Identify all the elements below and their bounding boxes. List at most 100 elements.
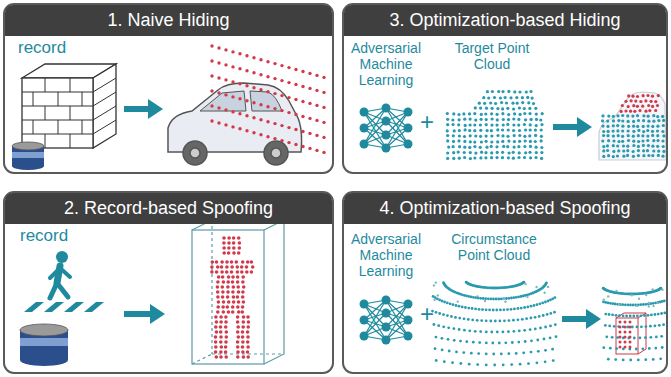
- point: [443, 360, 446, 363]
- point: [636, 315, 639, 318]
- point: [245, 54, 248, 57]
- point: [220, 260, 224, 264]
- point: [633, 110, 636, 113]
- point: [652, 149, 655, 152]
- point: [473, 112, 476, 115]
- point: [632, 304, 635, 307]
- point: [438, 312, 441, 315]
- point: [241, 275, 245, 279]
- point: [216, 310, 220, 314]
- point: [225, 260, 229, 264]
- point: [632, 125, 635, 128]
- point: [648, 109, 651, 112]
- point: [501, 128, 504, 131]
- point: [225, 330, 229, 334]
- point: [479, 135, 482, 138]
- point: [294, 68, 297, 71]
- point: [638, 109, 641, 112]
- point: [515, 352, 518, 355]
- point: [245, 114, 248, 117]
- point: [616, 129, 619, 132]
- point: [633, 337, 636, 340]
- point: [646, 129, 649, 132]
- point: [656, 125, 659, 128]
- point: [465, 340, 468, 343]
- point: [220, 270, 224, 274]
- point: [216, 265, 220, 269]
- point: [468, 329, 471, 332]
- point: [222, 251, 226, 255]
- point: [224, 93, 227, 96]
- point: [457, 151, 460, 154]
- point: [517, 124, 520, 127]
- point: [360, 332, 369, 341]
- point: [451, 361, 454, 364]
- point: [457, 300, 459, 302]
- point: [499, 309, 502, 312]
- point: [637, 154, 640, 157]
- point: [458, 145, 461, 148]
- point: [519, 363, 522, 366]
- point: [542, 314, 545, 317]
- point: [510, 363, 513, 366]
- point: [442, 313, 445, 316]
- point: [222, 310, 226, 314]
- point: [222, 241, 226, 245]
- point: [238, 112, 241, 115]
- point: [216, 280, 220, 284]
- point: [452, 123, 455, 126]
- point: [452, 140, 455, 143]
- point: [619, 346, 622, 349]
- point: [458, 129, 461, 132]
- point: [230, 260, 234, 264]
- point: [236, 265, 240, 269]
- point: [612, 139, 615, 142]
- point: [482, 297, 485, 300]
- point: [231, 290, 235, 294]
- point: [273, 62, 276, 65]
- point: [442, 281, 445, 284]
- point: [231, 125, 234, 128]
- point: [241, 340, 245, 344]
- point: [619, 303, 622, 306]
- point: [534, 328, 537, 331]
- point: [449, 302, 452, 305]
- point: [241, 330, 245, 334]
- point: [520, 307, 523, 310]
- point: [639, 100, 642, 103]
- point: [526, 306, 529, 309]
- point: [647, 144, 650, 147]
- point: [219, 320, 223, 324]
- point: [232, 236, 236, 240]
- point: [644, 110, 647, 113]
- point: [533, 304, 536, 307]
- point: [602, 155, 605, 158]
- point: [651, 145, 654, 148]
- point: [273, 122, 276, 125]
- point: [446, 123, 449, 126]
- point: [404, 316, 413, 325]
- point: [503, 298, 505, 300]
- point: [544, 301, 547, 304]
- point: [523, 329, 526, 332]
- point: [222, 246, 226, 250]
- point: [227, 300, 231, 304]
- point: [527, 101, 530, 104]
- point: [616, 114, 619, 117]
- point: [620, 110, 623, 113]
- point: [462, 112, 465, 115]
- point: [241, 310, 245, 314]
- point: [484, 156, 487, 159]
- point: [455, 351, 458, 354]
- point: [231, 275, 235, 279]
- point: [447, 326, 450, 329]
- point: [503, 319, 506, 322]
- point: [492, 353, 495, 356]
- point: [517, 145, 520, 148]
- point: [547, 300, 550, 303]
- point: [322, 91, 325, 94]
- point: [637, 119, 640, 122]
- point: [622, 149, 625, 152]
- point: [629, 110, 632, 113]
- point: [301, 130, 304, 133]
